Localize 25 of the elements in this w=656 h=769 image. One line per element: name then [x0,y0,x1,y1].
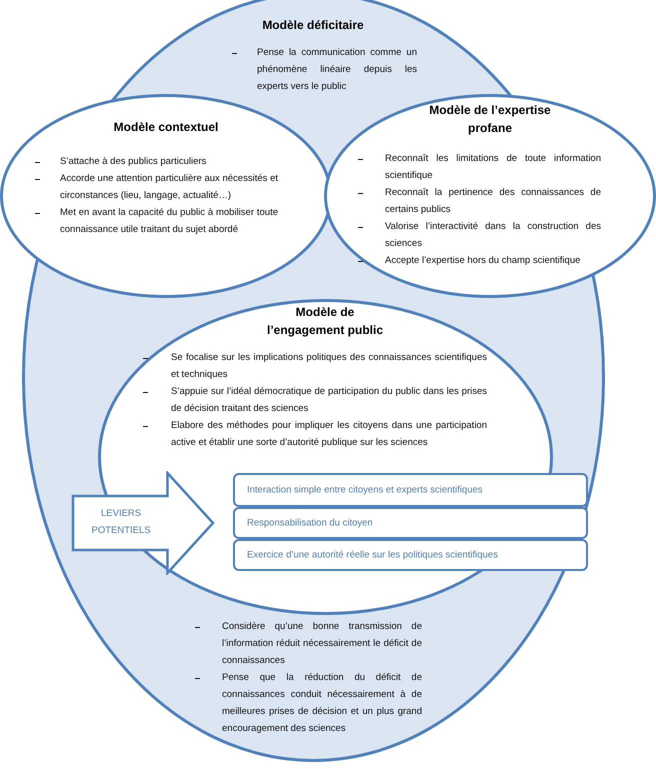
arrow-text: LEVIERS POTENTIELS [90,507,152,538]
lever-box [233,473,588,507]
lever-text: Responsabilisation du citoyen [247,518,373,528]
bullet-text: Accorde une attention particulière aux nécessités et circonstances (lieu, langage, actualité…) [60,172,278,203]
model-title: Modèle déficitaire [261,17,365,34]
bullet-text: Reconnaît les limitations de toute information scientifique [385,152,601,183]
bullet-text: Valorise l’interactivité dans la construction des sciences [385,220,601,251]
bullet-text: Accepte l’expertise hors du champ scientifique [385,254,582,268]
model-title: Modèle de l’expertise profane [428,102,552,137]
bullet-text: S’attache à des publics particuliers [60,155,208,169]
bullet-text: Se focalise sur les implications politiques des connaissances scientifiques et techniques [171,351,487,382]
bullet-text: Elabore des méthodes pour impliquer les citoyens dans une participation active et établir une sorte d’autorité publique sur les sciences [171,419,487,450]
lever-box [233,539,588,571]
bullet-text: Pense la communication comme un phénomène linéaire depuis les experts vers le public [257,46,417,94]
model-title: Modèle de l’engagement public [266,304,384,339]
lever-box [233,507,588,539]
bullet-text: Met en avant la capacité du public à mobiliser toute connaissance utile traitant du sujet abordé [60,206,278,237]
lever-text: Interaction simple entre citoyens et experts scientifiques [247,484,483,496]
bullet-text: Reconnaît la pertinence des connaissances de certains publics [385,186,601,217]
bullet-text: Considère qu’une bonne transmission de l’information réduit nécessairement le déficit de connaissances [222,620,422,668]
lever-text: Exercice d’une autorité réelle sur les politiques scientifiques [247,550,498,560]
model-title: Modèle contextuel [112,119,220,136]
bullet-text: S’appuie sur l’idéal démocratique de participation du public dans les prises de décision traitant des sciences [171,385,487,416]
bullet-text: Pense que la réduction du déficit de connaissances conduit nécessairement à de meilleures prises de décision et un plus grand encouragement des sciences [222,671,422,736]
block-arrow [71,471,215,575]
